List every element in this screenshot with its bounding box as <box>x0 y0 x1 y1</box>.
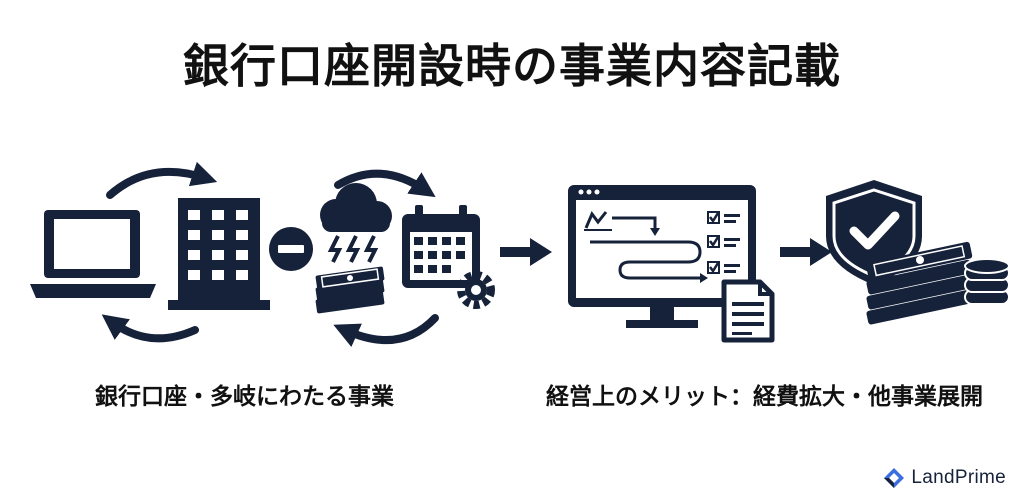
cash-stack-icon <box>315 266 385 314</box>
cash-bundle-icon <box>866 241 973 325</box>
document-icon <box>721 279 775 343</box>
page-title: 銀行口座開設時の事業内容記載 <box>183 39 841 93</box>
cycle-arrow-bottom-right <box>333 314 439 347</box>
gear-icon <box>457 271 495 309</box>
brand-name: LandPrime <box>911 467 1006 488</box>
flow-arrow-1 <box>500 238 552 266</box>
building-icon <box>168 198 270 310</box>
laptop-icon <box>30 210 156 298</box>
caption-left: 銀行口座・多岐にわたる事業 <box>95 384 394 410</box>
monitor-checklist-icon <box>568 185 756 328</box>
minus-circle-icon <box>269 227 313 271</box>
caption-right: 経営上のメリット：経費拡大・他事業展開 <box>546 384 983 410</box>
coin-stack-icon <box>964 258 1010 305</box>
cycle-arrow-bottom-left <box>101 314 199 343</box>
flow-arrow-2 <box>780 238 832 266</box>
cycle-arrow-top-right <box>334 169 436 198</box>
brand-logo-icon <box>884 468 905 488</box>
cycle-arrow-top-left <box>106 161 218 199</box>
storm-cloud-icon <box>320 183 392 263</box>
calendar-icon <box>402 205 480 288</box>
brand-logo: LandPrime <box>883 467 1006 489</box>
